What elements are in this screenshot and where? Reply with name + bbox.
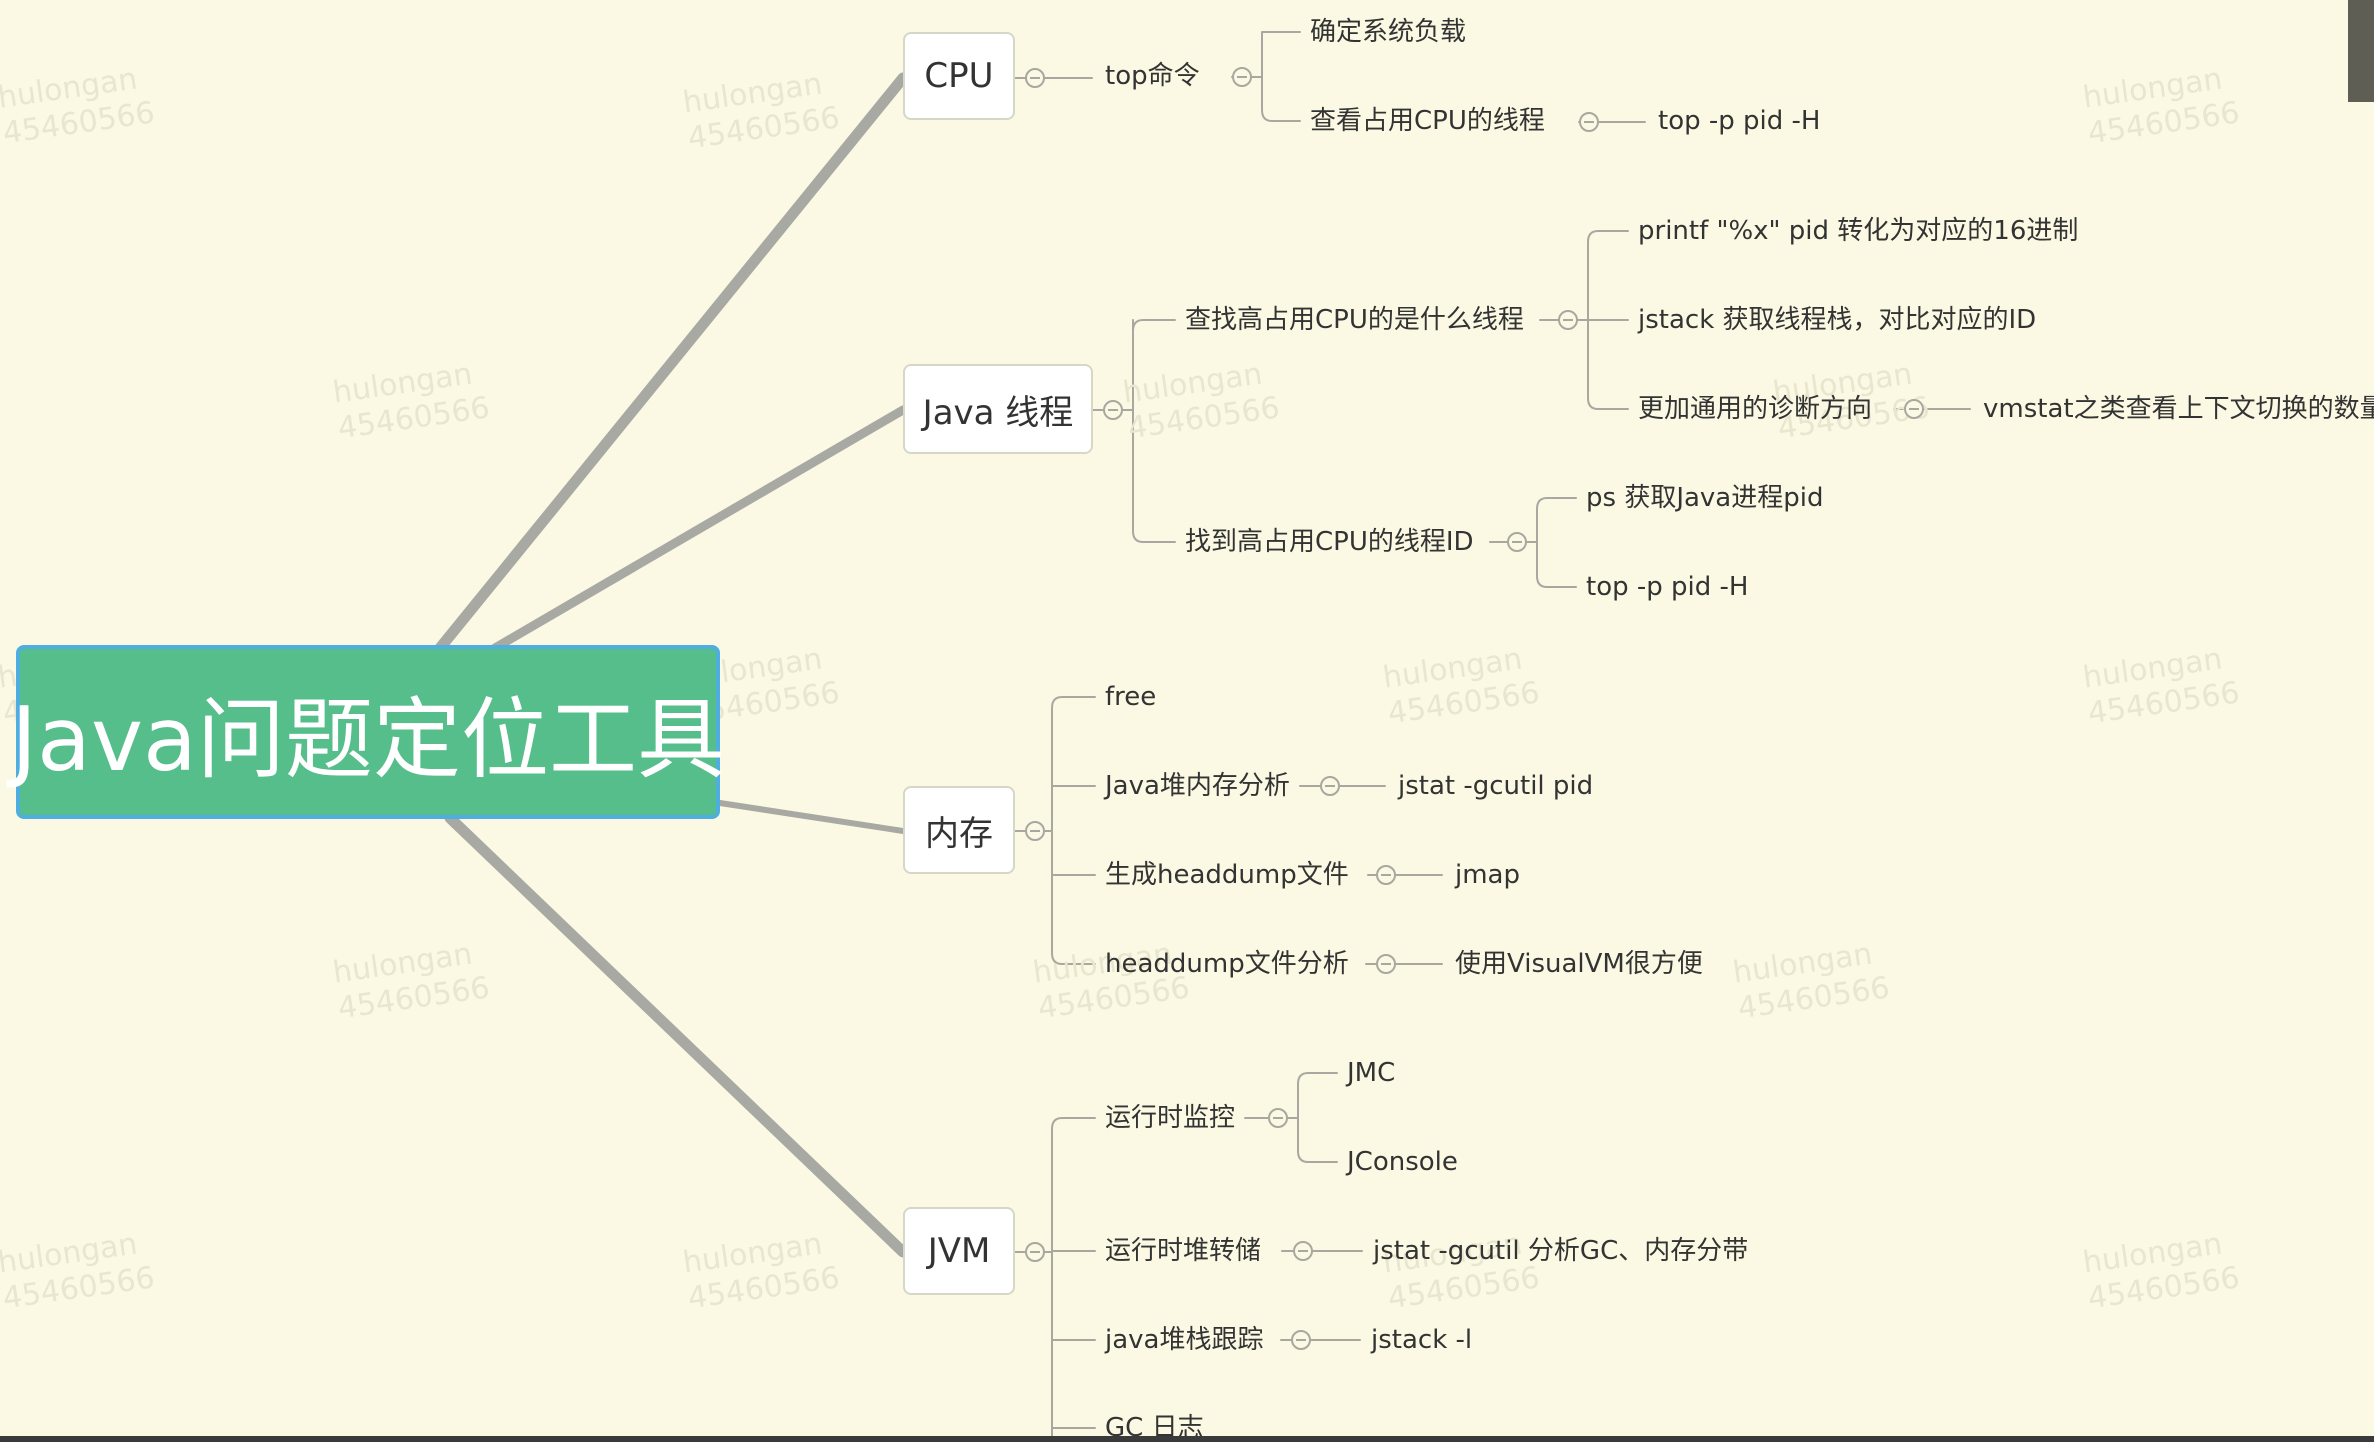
node-gen-heapdump[interactable]: 生成headdump文件: [1105, 860, 1349, 890]
node-runtime-heap-dump[interactable]: 运行时堆转储: [1105, 1236, 1262, 1266]
node-confirm-load[interactable]: 确定系统负载: [1310, 17, 1467, 47]
node-runtime-monitor[interactable]: 运行时监控: [1105, 1103, 1236, 1133]
main-branch-line-jvm: [444, 812, 909, 1258]
connector-line: [1297, 1072, 1338, 1163]
connector-line: [1587, 230, 1629, 410]
node-jstat-gc[interactable]: jstat -gcutil 分析GC、内存分带: [1373, 1236, 1749, 1266]
collapse-toggle-icon[interactable]: [1025, 1242, 1045, 1262]
node-ps-pid[interactable]: ps 获取Java进程pid: [1586, 483, 1824, 513]
node-heapdump-analysis[interactable]: headdump文件分析: [1105, 949, 1349, 979]
collapse-toggle-icon[interactable]: [1025, 821, 1045, 841]
node-jstat-gcutil[interactable]: jstat -gcutil pid: [1398, 771, 1594, 801]
branch-node-jvm[interactable]: JVM: [903, 1207, 1015, 1295]
main-branch-line-java-thread: [490, 405, 908, 653]
collapse-toggle-icon[interactable]: [1103, 400, 1123, 420]
branch-node-cpu[interactable]: CPU: [903, 32, 1015, 120]
node-jstack-l[interactable]: jstack -l: [1371, 1325, 1473, 1355]
connector-line: [1536, 497, 1577, 588]
collapse-toggle-icon[interactable]: [1268, 1108, 1288, 1128]
node-top-cmd[interactable]: top命令: [1105, 61, 1200, 91]
node-view-cpu-thread[interactable]: 查看占用CPU的线程: [1310, 106, 1545, 136]
main-branch-line-memory: [717, 800, 906, 834]
collapse-toggle-icon[interactable]: [1558, 310, 1578, 330]
node-visualvm[interactable]: 使用VisualVM很方便: [1455, 949, 1703, 979]
node-vmstat[interactable]: vmstat之类查看上下文切换的数量: [1983, 394, 2374, 424]
collapse-toggle-icon[interactable]: [1507, 532, 1527, 552]
node-jmap[interactable]: jmap: [1455, 860, 1520, 890]
collapse-toggle-icon[interactable]: [1904, 399, 1924, 419]
connector-line: [1051, 696, 1096, 965]
node-general-diagnosis[interactable]: 更加通用的诊断方向: [1638, 394, 1873, 424]
connector-line: [1051, 1117, 1096, 1442]
node-jstack-compare[interactable]: jstack 获取线程栈，对比对应的ID: [1638, 305, 2037, 335]
branch-node-java-thread[interactable]: Java 线程: [903, 364, 1093, 454]
branch-label-jvm: JVM: [927, 1231, 991, 1271]
connector-line: [1261, 30, 1301, 122]
bottom-edge: [0, 1436, 2374, 1442]
node-find-high-cpu-thread[interactable]: 查找高占用CPU的是什么线程: [1185, 305, 1524, 335]
collapse-toggle-icon[interactable]: [1293, 1241, 1313, 1261]
node-top-p-h[interactable]: top -p pid -H: [1658, 106, 1821, 136]
branch-label-java-thread: Java 线程: [922, 392, 1074, 433]
connector-line: [1132, 319, 1176, 543]
collapse-toggle-icon[interactable]: [1291, 1330, 1311, 1350]
branch-label-memory: 内存: [925, 813, 993, 854]
collapse-toggle-icon[interactable]: [1376, 954, 1396, 974]
collapse-toggle-icon[interactable]: [1579, 112, 1599, 132]
node-jmc[interactable]: JMC: [1347, 1058, 1396, 1088]
collapse-toggle-icon[interactable]: [1376, 865, 1396, 885]
node-free[interactable]: free: [1105, 682, 1157, 712]
node-top-p-h-2[interactable]: top -p pid -H: [1586, 572, 1749, 602]
node-java-stack-trace[interactable]: java堆栈跟踪: [1105, 1325, 1264, 1355]
branch-label-cpu: CPU: [924, 56, 994, 96]
collapse-toggle-icon[interactable]: [1025, 68, 1045, 88]
main-branch-line-cpu: [434, 72, 909, 654]
collapse-toggle-icon[interactable]: [1232, 67, 1252, 87]
node-printf-hex[interactable]: printf "%x" pid 转化为对应的16进制: [1638, 216, 2079, 246]
node-heap-analysis[interactable]: Java堆内存分析: [1105, 771, 1290, 801]
collapse-toggle-icon[interactable]: [1320, 776, 1340, 796]
node-jconsole[interactable]: JConsole: [1347, 1147, 1458, 1177]
node-find-thread-id[interactable]: 找到高占用CPU的线程ID: [1185, 527, 1474, 557]
root-node[interactable]: Java问题定位工具: [11, 645, 725, 819]
root-node-label: Java问题定位工具: [11, 687, 725, 791]
branch-node-memory[interactable]: 内存: [903, 786, 1015, 874]
scrollbar-thumb[interactable]: [2348, 0, 2374, 102]
